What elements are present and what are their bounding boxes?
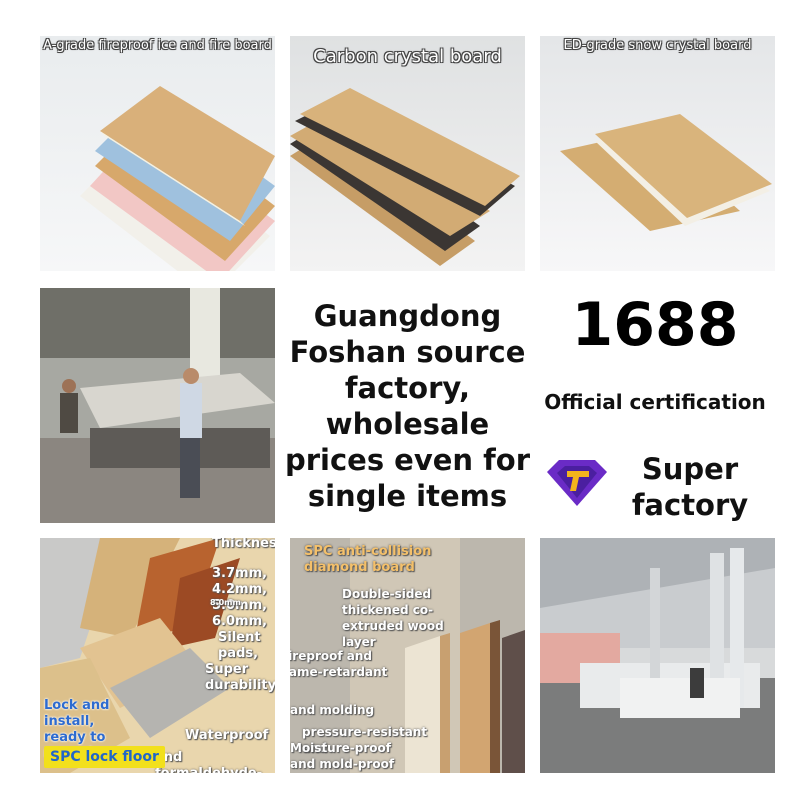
caption-carbon-crystal-board: Carbon crystal board: [313, 46, 502, 67]
pressure-resistant-label: pressure-resistant and: [302, 725, 428, 755]
factory-slogan: Guangdong Foshan source factory, wholesa…: [284, 299, 531, 513]
durability-label: Super durability: [205, 662, 275, 693]
caption-snow-crystal-board: ED-grade snow crystal board: [563, 38, 752, 53]
double-sided-label: Double-sided thickened co-extruded wood …: [342, 587, 444, 649]
wall-panel-illustration: [290, 538, 525, 773]
diamond-board-image: SPC anti-collision diamond board Double-…: [290, 538, 525, 773]
production-line-illustration: [540, 538, 775, 773]
diamond-board-title: SPC anti-collision diamond board: [304, 544, 432, 575]
super-factory-label: Super factory: [631, 452, 749, 522]
floor-planks-illustration: [40, 538, 240, 773]
thickness-values: 3.7mm, 4.2mm, 5.0mm, 6.0mm,: [212, 566, 268, 629]
fireproof-label: Fireproof and flame-retardant: [290, 649, 388, 679]
slogan-panel: Guangdong Foshan source factory, wholesa…: [280, 288, 535, 523]
official-certification-label: Official certification: [544, 390, 766, 414]
certification-panel: 1688 Official certification Super factor…: [535, 288, 790, 523]
factory-workshop-illustration: [40, 288, 275, 523]
product-image-ice-fire-board: A-grade fireproof ice and fire board: [40, 36, 275, 271]
moisture-proof-label: Moisture-proof and mold-proof: [290, 741, 395, 771]
thickness-small-label: 8.0mm: [210, 598, 241, 607]
product-image-snow-crystal-board: ED-grade snow crystal board: [540, 36, 775, 271]
silent-pads-label: Silent pads,: [218, 630, 261, 661]
platform-number: 1688: [571, 290, 739, 360]
snow-board-illustration: [560, 114, 772, 231]
production-line-photo: [540, 538, 775, 773]
waterproof-label: Waterproof: [185, 728, 269, 743]
formaldehyde-free-label: and formaldehyde-free: [155, 750, 262, 773]
product-image-carbon-crystal-board: Carbon crystal board: [290, 36, 525, 271]
carbon-board-illustration: [290, 88, 520, 266]
spc-lock-floor-badge: SPC lock floor: [44, 746, 165, 768]
caption-ice-fire-board: A-grade fireproof ice and fire board: [43, 38, 272, 53]
spc-lock-floor-image: Thickness 3.7mm, 4.2mm, 5.0mm, 6.0mm, 8.…: [40, 538, 275, 773]
board-stack-illustration: [80, 86, 275, 271]
molding-label: and molding: [290, 703, 375, 717]
thickness-label: Thickness: [212, 538, 275, 551]
super-factory-diamond-icon: [547, 460, 607, 506]
factory-workers-photo: [40, 288, 275, 523]
